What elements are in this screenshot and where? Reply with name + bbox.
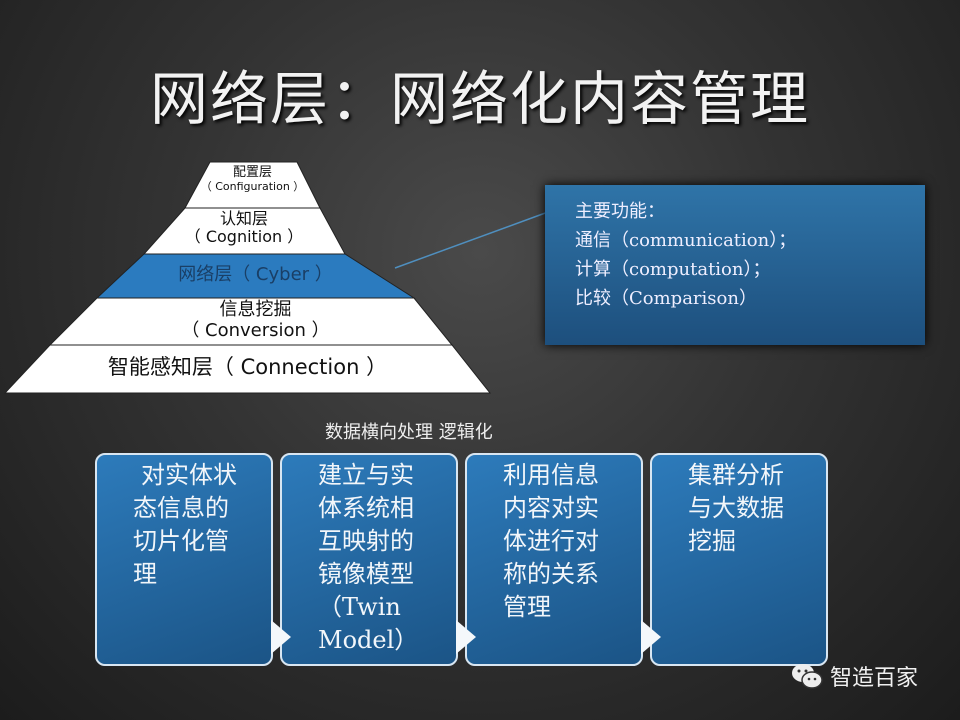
layer-label-configuration: 配置层 （ Configuration ） [185,165,320,194]
callout-line: 比较（Comparison） [575,288,757,309]
step-text: 与大数据 [688,494,784,522]
step-text: Model） [318,626,419,654]
callout-heading: 主要功能： [575,201,665,222]
process-step-2: 建立与实 体系统相 互映射的 镜像模型 （Twin Model） [280,453,458,666]
step-text: 理 [133,560,157,588]
layer-label-cyber: 网络层（ Cyber ） [97,264,414,286]
layer-title: 网络层（ Cyber ） [178,264,333,285]
layer-subtitle: （ Conversion ） [181,319,330,341]
brand-name: 智造百家 [830,666,919,691]
step-text: 切片化管 [133,527,229,555]
step-text: 对实体状 [141,461,237,489]
callout-connector [394,211,549,269]
callout-line: 通信（communication）； [575,230,797,251]
slide-title: 网络层：网络化内容管理 [149,65,810,133]
process-step-4: 集群分析 与大数据 挖掘 [650,453,828,666]
arrow-right-icon [456,620,476,654]
layer-label-cognition: 认知层 （ Cognition ） [144,209,344,247]
layer-title: 认知层 [219,209,268,228]
step-text: 体系统相 [318,494,414,522]
step-text: 集群分析 [688,461,784,489]
layer-title: 配置层 [232,165,272,180]
layer-subtitle: （ Configuration ） [200,179,305,193]
layer-title: 信息挖掘 [219,299,292,320]
layer-subtitle: （ Cognition ） [184,227,304,247]
step-text: 利用信息 [503,461,599,489]
process-subtitle: 数据横向处理 逻辑化 [325,422,493,443]
brand-watermark: 智造百家 [790,660,918,692]
arrow-right-icon [641,620,661,654]
layer-label-connection: 智能感知层（ Connection ） [5,355,490,379]
step-text: 管理 [503,593,551,621]
layer-label-conversion: 信息挖掘 （ Conversion ） [97,299,414,341]
process-step-1: 对实体状 态信息的 切片化管 理 [95,453,273,666]
step-text: 称的关系 [503,560,599,588]
step-text: 态信息的 [133,494,229,522]
callout-line: 计算（computation）； [575,259,771,280]
step-text: （Twin [318,593,401,621]
step-text: 内容对实 [503,494,599,522]
layer-title: 智能感知层（ Connection ） [107,355,388,379]
process-step-3: 利用信息 内容对实 体进行对 称的关系 管理 [465,453,643,666]
wechat-icon [792,664,823,689]
arrow-right-icon [271,620,291,654]
step-text: 建立与实 [318,461,414,489]
pyramid-layer-connection [3,344,492,394]
step-text: 互映射的 [318,527,414,555]
functions-callout: 主要功能： 通信（communication）； 计算（computation）… [545,185,925,345]
step-text: 镜像模型 [318,560,414,588]
step-text: 体进行对 [503,527,599,555]
step-text: 挖掘 [688,527,736,555]
